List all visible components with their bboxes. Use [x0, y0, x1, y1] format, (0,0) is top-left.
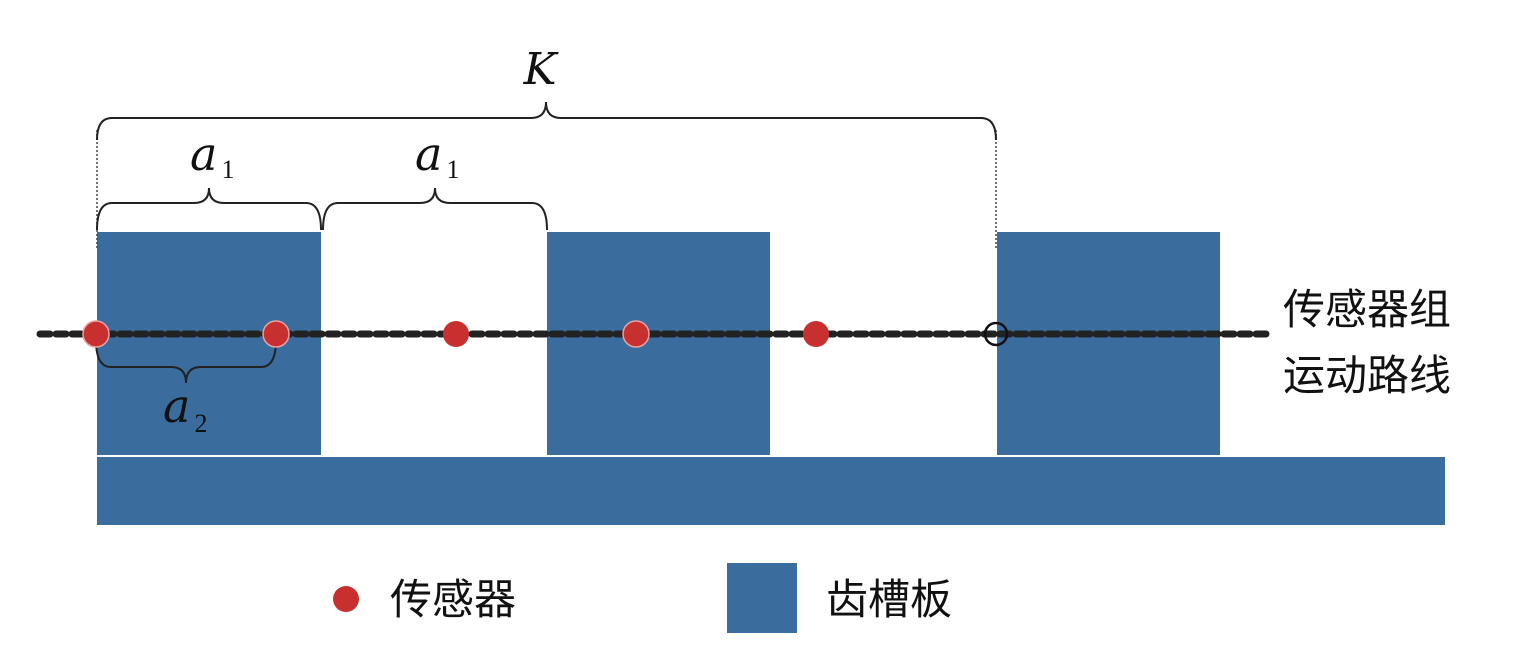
legend-plate-label: 齿槽板: [826, 575, 952, 624]
sensor-dot-5: [803, 321, 829, 347]
path-label-line2: 运动路线: [1283, 351, 1451, 400]
path-label-line1: 传感器组: [1283, 285, 1451, 334]
legend-sensor-icon: [333, 586, 359, 612]
plate-tooth-3: [997, 232, 1220, 455]
label-K: K: [523, 44, 559, 95]
sensor-dot-4: [622, 320, 650, 348]
sensor-dot-1: [82, 320, 110, 348]
plate-tooth-1: [97, 232, 321, 455]
legend-plate-icon: [727, 563, 797, 633]
brace-K: [96, 101, 997, 141]
plate-base: [97, 457, 1445, 525]
sensor-position-marker: [983, 321, 1009, 347]
plate-tooth-2: [547, 232, 770, 455]
brace-a2: [95, 339, 277, 384]
brace-a1-left: [96, 187, 322, 231]
sensor-dot-2: [262, 320, 290, 348]
legend-sensor-label: 传感器: [390, 575, 516, 624]
brace-a1-right: [322, 187, 548, 231]
sensor-dot-3: [443, 321, 469, 347]
